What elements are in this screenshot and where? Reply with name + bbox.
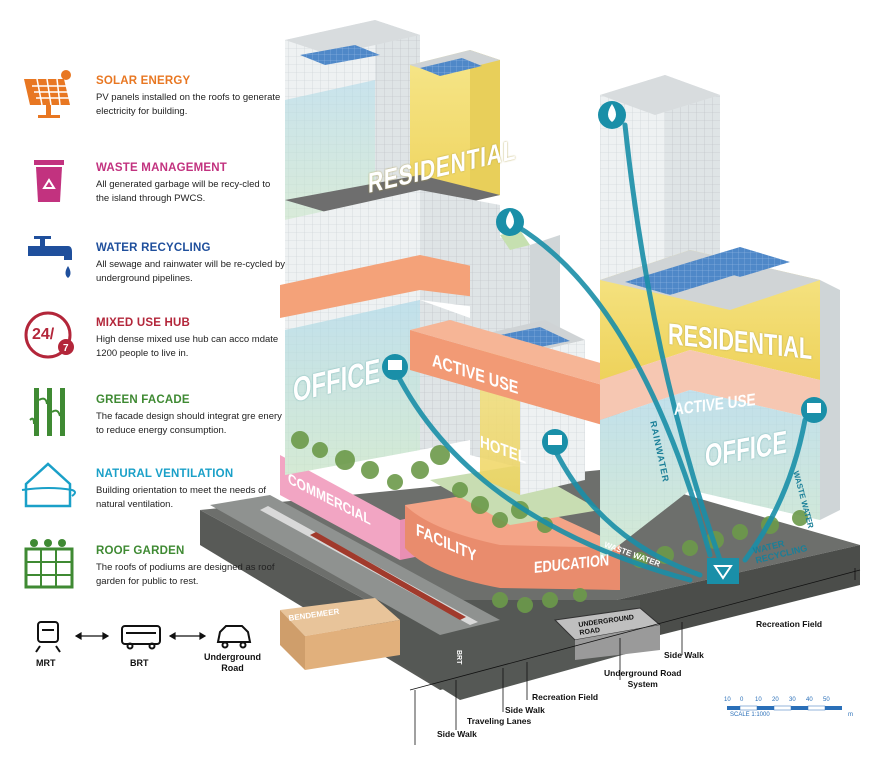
transport-mrt-label: MRT — [36, 658, 56, 668]
ground-label-underground-road-system: Underground Road System — [604, 668, 682, 689]
car-icon — [216, 625, 252, 649]
ground-label-traveling-lanes: Traveling Lanes — [467, 716, 532, 726]
ground-label-side-walk-left: Side Walk — [437, 729, 477, 739]
legend-mixed: 24/ 7 MIXED USE HUB High dense mixed use… — [20, 307, 280, 367]
scale-caption: SCALE 1:1000 — [730, 712, 770, 718]
legend-mixed-desc: High dense mixed use hub can acco mdate … — [96, 334, 279, 359]
mrt-icon — [35, 621, 61, 653]
legend-water-title: WATER RECYCLING — [96, 242, 211, 254]
legend-green-desc: The facade design should integrat gre en… — [96, 411, 282, 436]
ground-label-recreation-field-left: Recreation Field — [532, 692, 599, 702]
transport-brt-label: BRT — [130, 658, 149, 668]
scale-tick-4: 30 — [789, 697, 796, 703]
roof-garden-icon — [24, 539, 74, 589]
scale-tick-1: 0 — [740, 697, 744, 703]
ground-label-side-walk-right: Side Walk — [664, 650, 704, 660]
legend-mixed-title: MIXED USE HUB — [96, 317, 190, 329]
legend-solar-title: SOLAR ENERGY — [96, 75, 191, 87]
legend-roof-title: ROOF GARDEN — [96, 545, 185, 557]
scale-bar — [727, 705, 842, 711]
recycle-bin-icon — [34, 160, 64, 202]
legend-solar: SOLAR ENERGY PV panels installed on the … — [20, 65, 280, 125]
legend-vent: NATURAL VENTILATION Building orientation… — [20, 458, 280, 518]
label-brt-lane: BRT — [455, 650, 462, 665]
legend-solar-desc: PV panels installed on the roofs to gene… — [96, 92, 281, 117]
legend-roof-desc: The roofs of podiums are designed as roo… — [96, 562, 275, 587]
water-flow-arrows — [392, 122, 808, 583]
scale-tick-5: 40 — [806, 697, 813, 703]
section-leader-lines — [409, 568, 861, 745]
scale-tick-6: 50 — [823, 697, 830, 703]
transport-road-label: Underground Road — [204, 652, 261, 673]
podium-center — [405, 465, 620, 590]
legend-water-desc: All sewage and rainwater will be re-cycl… — [96, 259, 286, 284]
legend-waste: WASTE MANAGEMENT All generated garbage w… — [20, 152, 280, 212]
legend-waste-title: WASTE MANAGEMENT — [96, 162, 227, 174]
24-7-icon: 24/ 7 — [24, 311, 74, 359]
legend-waste-desc: All generated garbage will be recy-cled … — [96, 179, 271, 204]
house-wind-icon — [21, 462, 76, 508]
water-drop-markers — [382, 101, 827, 584]
left-tower — [280, 20, 500, 475]
bamboo-icon — [29, 388, 65, 436]
transport-arrows — [74, 631, 207, 641]
svg-text:24/: 24/ — [32, 326, 55, 343]
bus-icon — [121, 625, 161, 650]
center-tower — [410, 230, 660, 495]
underground-road-box — [553, 607, 662, 660]
legend-vent-title: NATURAL VENTILATION — [96, 468, 234, 480]
scale-unit: m — [848, 712, 853, 718]
legend-roof: ROOF GARDEN The roofs of podiums are des… — [20, 535, 280, 595]
bendemeer-block — [280, 598, 400, 670]
scale-tick-3: 20 — [772, 697, 779, 703]
legend-green: GREEN FACADE The facade design should in… — [20, 384, 282, 444]
ground-label-recreation-field-right: Recreation Field — [756, 619, 823, 629]
transit-lanes — [210, 495, 500, 635]
water-tap-icon — [28, 236, 72, 278]
scale-tick-2: 10 — [755, 697, 762, 703]
solar-panel-icon — [24, 70, 71, 118]
legend-water: WATER RECYCLING All sewage and rainwater… — [20, 232, 285, 292]
legend-green-title: GREEN FACADE — [96, 394, 190, 406]
svg-text:7: 7 — [63, 343, 69, 354]
scale-tick-0: 10 — [724, 697, 731, 703]
ground-label-side-walk-mid: Side Walk — [505, 705, 545, 715]
legend-vent-desc: Building orientation to meet the needs o… — [96, 485, 267, 510]
